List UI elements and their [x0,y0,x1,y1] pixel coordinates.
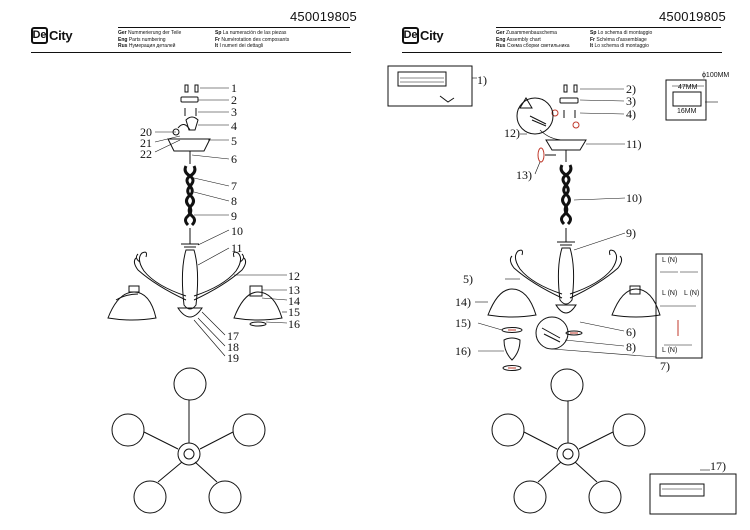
chain [183,165,197,227]
dimension-16: 16MM [677,108,697,115]
brand-logo-right: De City [402,27,444,44]
brand-name: City [420,28,444,43]
step-number: 6) [626,325,636,339]
part-number: 4 [231,119,237,133]
shade-top-view [133,480,167,514]
step-number: 13) [516,168,532,182]
diameter-box [665,79,707,121]
wire-label: L (N) [662,290,678,297]
header-line: Fr Numérotation des composants [215,36,290,43]
part-number: 17 [227,329,239,343]
part-number: 10 [231,224,243,238]
step-number: 1) [477,73,487,87]
canopy [167,138,211,152]
part-number: 8 [231,194,237,208]
header-line: Rus Нумерация деталей [118,43,176,49]
document-code-right: 450019805 [659,9,726,24]
part-number: 3 [231,105,237,119]
shade-top-view [232,413,266,447]
part-number: 13 [288,283,300,297]
step1-box [387,65,473,107]
mounting-plate [180,96,199,103]
wiring-box [655,253,703,359]
wiring-detail-circle [516,97,554,135]
part-number: 1 [231,81,237,95]
diameter-label: ϕ100MM [702,72,730,79]
brand-mark: De [402,27,419,44]
step-number: 5) [463,272,473,286]
header-line: Rus Схема сборки светильника [496,43,570,49]
step-number: 17) [710,459,726,473]
part-number: 19 [227,351,239,365]
header-line: It Lo schema di montaggio [590,43,649,49]
step-number: 16) [455,344,471,358]
step17-box [649,473,737,515]
part-number: 6 [231,152,237,166]
header-rule-bottom [31,52,351,53]
header-block-left-a: Ger Nummerierung der Teile Eng Parts num… [118,30,181,50]
part-number: 22 [140,147,152,161]
header-block-right-b: Sp Lo schema di montaggio Fr Schéma d'as… [590,30,652,50]
part-number: 18 [227,340,239,354]
wire-label: L (N) [684,290,700,297]
brand-name: City [49,28,73,43]
step-number: 7) [660,359,670,373]
step-number: 9) [626,226,636,240]
part-number: 12 [288,269,300,283]
header-line: Fr Schéma d'assemblage [590,36,647,43]
step-number: 8) [626,340,636,354]
header-rule-bottom [402,52,722,53]
part-number: 5 [231,134,237,148]
brand-logo-left: De City [31,27,73,44]
part-number: 21 [140,136,152,150]
step-number: 2) [626,82,636,96]
header-line: Ger Zusammenbauschema [496,30,557,36]
document-code-left: 450019805 [290,9,357,24]
dimension-47: 47MM [678,84,698,91]
part-number: 7 [231,179,237,193]
shade-top-view [173,367,207,401]
step-number: 14) [455,295,471,309]
header-rule-top [118,27,350,28]
header-line: Eng Assembly chart [496,36,541,43]
screw-part [194,84,199,93]
wire-label: L (N) [662,347,678,354]
step-number: 12) [504,126,520,140]
step-number: 15) [455,316,471,330]
header-block-right-a: Ger Zusammenbauschema Eng Assembly chart… [496,30,570,50]
screws [184,108,197,116]
lamp-bottom [177,307,203,318]
header-line: Sp La numeración de las piezas [215,30,287,36]
hook-part [185,116,199,131]
part-number: 16 [288,317,300,331]
step-number: 3) [626,94,636,108]
step-number: 4) [626,107,636,121]
screw-part [184,84,189,93]
brand-mark: De [31,27,48,44]
header-line: Ger Nummerierung der Teile [118,30,182,36]
part-number: 20 [140,125,152,139]
wire-label: L (N) [662,257,678,264]
parts-diagram [107,84,288,514]
step-number: 10) [626,191,642,205]
header-line: It I numeri dei dettagli [215,43,264,49]
part-number: 9 [231,209,237,223]
header-block-left-b: Sp La numeración de las piezas Fr Numéro… [215,30,289,50]
header-rule-top [496,27,721,28]
lamp-body [181,249,199,310]
part-number: 15 [288,305,300,319]
step-number: 11) [626,137,642,151]
shade-top-view [111,413,145,447]
part-number: 2 [231,93,237,107]
shade-top-view [208,480,242,514]
header-line: Eng Parts numbering [118,36,166,43]
part-number: 11 [231,241,243,255]
part-number: 14 [288,294,300,308]
header-line: Sp Lo schema di montaggio [590,30,653,36]
